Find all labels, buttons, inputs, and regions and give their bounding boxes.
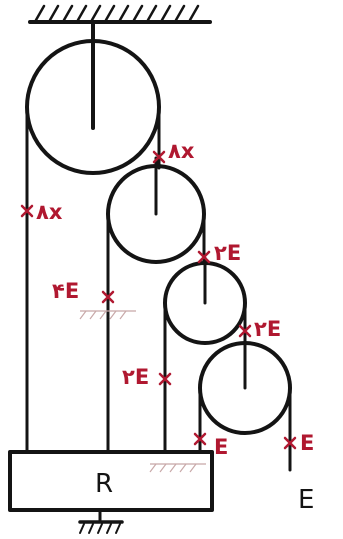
free-end-label: E (298, 485, 314, 515)
label-rope-top: ۸x (168, 139, 195, 163)
pulley-3 (163, 256, 247, 345)
label-pulley4-left: E (214, 435, 228, 459)
label-pulley4-right: E (300, 431, 314, 455)
tension-marks (20, 150, 297, 450)
pulley-2 (106, 156, 206, 264)
block-r: R (8, 450, 214, 512)
label-pulley3-left: ۲E (122, 365, 149, 389)
faint-hatches (79, 310, 206, 473)
label-pulley3-right: ۲E (254, 317, 281, 341)
pulley-4 (198, 336, 292, 435)
ropes (25, 105, 292, 472)
label-pulley2-left: ۴E (52, 279, 79, 303)
pulley-1 (25, 20, 161, 175)
label-rope-left: ۸x (36, 200, 63, 224)
ground-support (78, 508, 124, 534)
label-pulley2-right: ۲E (214, 241, 241, 265)
ceiling-support (28, 4, 212, 24)
block-label: R (95, 469, 113, 499)
tension-labels: ۸x ۸x ۲E ۴E ۲E ۲E E E (36, 139, 314, 459)
